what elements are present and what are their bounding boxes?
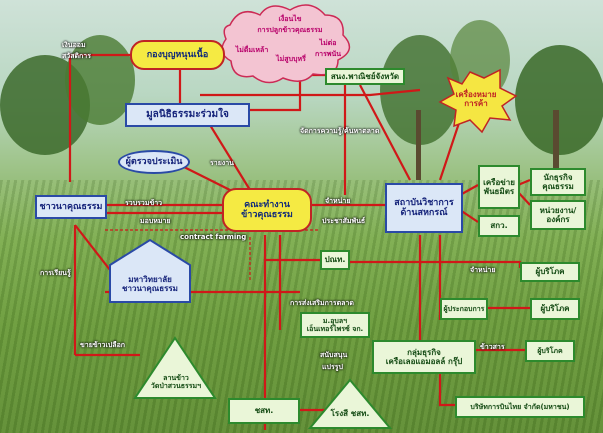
label-report: รายงาน bbox=[210, 159, 234, 167]
label-dist: จำหน่าย bbox=[325, 197, 351, 205]
label-support: สนับสนุน bbox=[320, 351, 348, 359]
agencies-node: หน่วยงาน/ องค์กร bbox=[530, 200, 586, 230]
coop-institute-node: สถาบันวิชาการ ด้านสหกรณ์ bbox=[385, 183, 463, 233]
label-rice-in: ขายข้าวเปลือก bbox=[80, 341, 126, 349]
cloud-item-3: ไม่ต่อ การพนัน bbox=[314, 39, 342, 58]
trademark-node: เครื่องหมาย การค้า bbox=[455, 89, 497, 108]
label-manage: จัดการความรู้/ค้นหาตลาด bbox=[300, 127, 380, 135]
consumer1-node: ผู้บริโภค bbox=[520, 262, 580, 282]
ubu-node: ม.อุบลฯ เอ็นเทอร์ไพรซ์ จก. bbox=[300, 312, 370, 338]
company-node: บริษัทการบินไทย จำกัด(มหาชน) bbox=[455, 396, 585, 418]
consumer3-node: ผู้บริโภค bbox=[525, 340, 575, 362]
rice-field-triangle bbox=[133, 336, 217, 399]
operators-node: ผู้ประกอบการ bbox=[440, 298, 488, 320]
label-left-side: การเรียนรู้ bbox=[40, 269, 71, 277]
cloud-title: เงื่อนไข การปลูกข้าวคุณธรรม bbox=[257, 15, 323, 34]
trademark-star bbox=[438, 68, 518, 134]
label-contract: contract farming bbox=[180, 233, 247, 241]
farmers-node: ชาวนาคุณธรรม bbox=[35, 195, 107, 219]
inspector-node: ผู้ตรวจประเมิน bbox=[118, 150, 190, 174]
network-node: เครือข่าย พันธมิตร bbox=[478, 165, 520, 209]
university-shape bbox=[109, 238, 191, 303]
mill-triangle bbox=[307, 378, 393, 429]
moral-business-node: นักธุรกิจ คุณธรรม bbox=[530, 168, 586, 196]
label-rice-out: ข้าวสาร bbox=[480, 343, 505, 351]
cloud-item-2: ไม่สูบบุหรี่ bbox=[276, 55, 306, 63]
label-deliver: มอบหมาย bbox=[140, 217, 171, 225]
cloud-item-1: ไม่ดื่มเหล้า bbox=[235, 46, 269, 54]
provincial-commerce-node: สนง.พาณิชย์จังหวัด bbox=[325, 68, 405, 85]
label-donate: เงินออม สวัสดิการ bbox=[62, 41, 91, 60]
university-node: มหาวิทยาลัย ชาวนาคุณธรรม bbox=[122, 274, 178, 293]
sst-node: ชสท. bbox=[228, 398, 300, 424]
foundation-node: มูลนิธิธรรมะร่วมใจ bbox=[125, 103, 250, 127]
label-process: แปรรูป bbox=[322, 363, 343, 371]
rice-field-node: ลานข้าว วัดป่าสวนธรรมฯ bbox=[150, 373, 202, 390]
business-group-node: กลุ่มธุรกิจ เครือเลอแอมอลล์ กรุ๊ป bbox=[372, 340, 476, 374]
label-market: ประชาสัมพันธ์ bbox=[322, 217, 366, 225]
skw-node: สกว. bbox=[478, 215, 520, 237]
label-sale: จำหน่าย bbox=[470, 266, 496, 274]
label-collect: รวบรวมข้าว bbox=[125, 199, 163, 207]
kongbun-node: กองบุญหนุนเนื้อ bbox=[130, 40, 225, 70]
working-group-node: คณะทำงาน ข้าวคุณธรรม bbox=[222, 188, 312, 232]
consumer2-node: ผู้บริโภค bbox=[530, 298, 580, 320]
pmt-node: ปณท. bbox=[320, 250, 350, 270]
label-knowledge: การส่งเสริมการตลาด bbox=[290, 299, 354, 307]
mill-node: โรงสี ชสท. bbox=[330, 409, 370, 419]
